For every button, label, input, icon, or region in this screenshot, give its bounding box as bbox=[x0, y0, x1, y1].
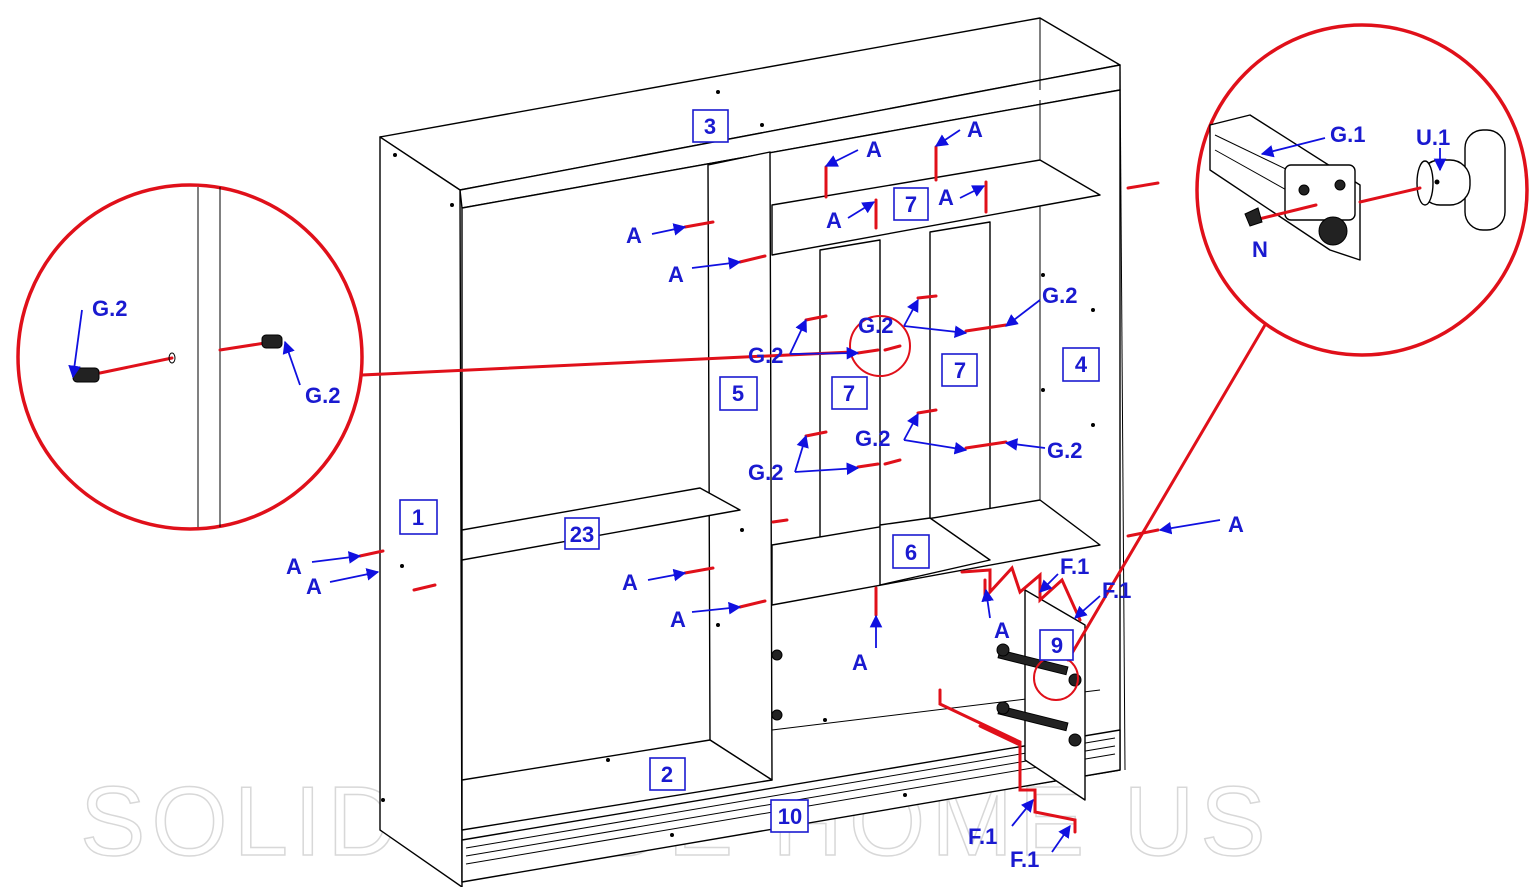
svg-text:6: 6 bbox=[905, 540, 917, 565]
callout-a: A bbox=[626, 223, 642, 248]
svg-text:7: 7 bbox=[954, 358, 966, 383]
wardrobe-carcass bbox=[379, 17, 1126, 887]
callout-f1: F.1 bbox=[1010, 847, 1039, 872]
callout-a: A bbox=[286, 554, 302, 579]
callout-a: A bbox=[852, 650, 868, 675]
part-box-7-top: 7 bbox=[893, 187, 929, 221]
callout-labels: A A A A A A A A A A A A A G.2 G.2 G.2 G.… bbox=[92, 117, 1450, 872]
callout-f1: F.1 bbox=[1060, 554, 1089, 579]
part-number-boxes: 3 7 5 7 7 4 1 23 6 9 2 10 bbox=[399, 109, 1100, 833]
callout-g2: G.2 bbox=[748, 343, 783, 368]
svg-text:5: 5 bbox=[732, 381, 744, 406]
svg-text:7: 7 bbox=[843, 381, 855, 406]
part-box-9: 9 bbox=[1039, 629, 1074, 661]
callout-f1: F.1 bbox=[1102, 578, 1131, 603]
fitting-paths bbox=[358, 145, 1267, 834]
callout-a: A bbox=[866, 137, 882, 162]
callout-a: A bbox=[967, 117, 983, 142]
callout-g2: G.2 bbox=[305, 383, 340, 408]
detail-circle-runner bbox=[1195, 23, 1529, 357]
part-box-23: 23 bbox=[564, 517, 600, 550]
svg-text:4: 4 bbox=[1075, 352, 1088, 377]
part-box-2: 2 bbox=[649, 757, 686, 791]
callout-a: A bbox=[670, 607, 686, 632]
detail-circle-dowel bbox=[16, 183, 364, 531]
callout-a: A bbox=[994, 618, 1010, 643]
svg-text:2: 2 bbox=[661, 762, 673, 787]
callout-g2: G.2 bbox=[1042, 283, 1077, 308]
callout-a: A bbox=[622, 570, 638, 595]
svg-text:7: 7 bbox=[905, 192, 917, 217]
callout-a: A bbox=[1228, 512, 1244, 537]
callout-g2: G.2 bbox=[855, 426, 890, 451]
part-box-1: 1 bbox=[399, 499, 438, 535]
callout-a: A bbox=[668, 262, 684, 287]
svg-text:23: 23 bbox=[570, 522, 594, 547]
callout-g2: G.2 bbox=[858, 313, 893, 338]
callout-g1: G.1 bbox=[1330, 122, 1365, 147]
callout-leaders bbox=[311, 129, 1221, 853]
callout-f1: F.1 bbox=[968, 824, 997, 849]
part-box-4: 4 bbox=[1062, 347, 1100, 382]
callout-a: A bbox=[826, 208, 842, 233]
svg-text:9: 9 bbox=[1051, 633, 1063, 658]
callout-u1: U.1 bbox=[1416, 125, 1450, 150]
part-box-3: 3 bbox=[692, 109, 729, 143]
svg-text:1: 1 bbox=[412, 505, 424, 530]
part-box-7-left: 7 bbox=[831, 376, 868, 410]
svg-text:10: 10 bbox=[778, 804, 802, 829]
callout-g2: G.2 bbox=[1047, 438, 1082, 463]
callout-g2: G.2 bbox=[748, 460, 783, 485]
detail-marker-left bbox=[849, 315, 911, 377]
callout-a: A bbox=[306, 574, 322, 599]
svg-text:3: 3 bbox=[704, 114, 716, 139]
part-box-7-right: 7 bbox=[941, 353, 978, 387]
part-box-6: 6 bbox=[892, 534, 930, 569]
part-box-10: 10 bbox=[770, 799, 809, 833]
part-box-5: 5 bbox=[719, 376, 758, 411]
callout-a: A bbox=[938, 185, 954, 210]
callout-g2: G.2 bbox=[92, 296, 127, 321]
callout-n: N bbox=[1252, 237, 1268, 262]
